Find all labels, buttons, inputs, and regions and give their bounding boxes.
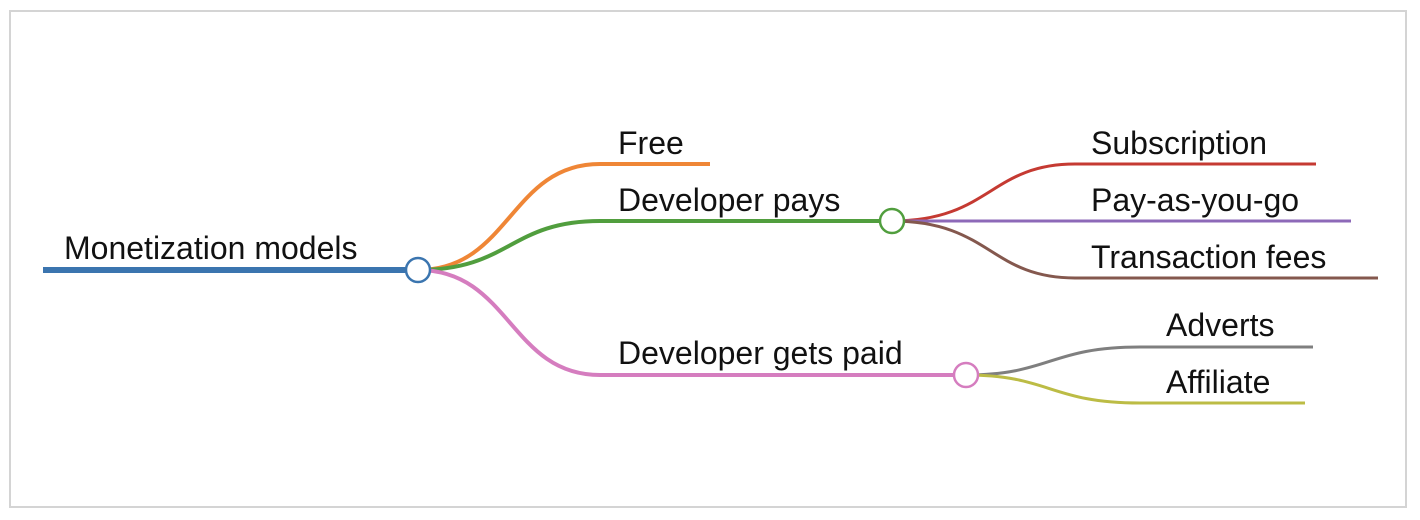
link-free — [417, 162, 710, 272]
developer-gets-paid-node-toggle[interactable] — [952, 361, 980, 389]
developer-pays-node-toggle[interactable] — [878, 207, 906, 235]
leaf-pay-as-you-go-label: Pay-as-you-go — [1091, 182, 1299, 218]
link-adverts — [965, 345, 1313, 377]
branch-free-label: Free — [618, 125, 684, 161]
root-label: Monetization models — [64, 230, 357, 266]
diagram-frame — [9, 10, 1407, 508]
branch-developer-pays-label: Developer pays — [618, 182, 840, 218]
link-developer-gets-paid — [417, 268, 966, 377]
branch-developer-gets-paid-label: Developer gets paid — [618, 335, 903, 371]
leaf-transaction-fees-label: Transaction fees — [1091, 239, 1326, 275]
leaf-subscription-label: Subscription — [1091, 125, 1267, 161]
link-subscription — [891, 162, 1316, 223]
root-node-toggle[interactable] — [404, 256, 432, 284]
leaf-adverts-label: Adverts — [1166, 307, 1274, 343]
leaf-affiliate-label: Affiliate — [1166, 364, 1270, 400]
link-developer-pays — [417, 219, 892, 272]
link-transaction-fees — [891, 219, 1378, 280]
link-affiliate — [965, 373, 1305, 405]
